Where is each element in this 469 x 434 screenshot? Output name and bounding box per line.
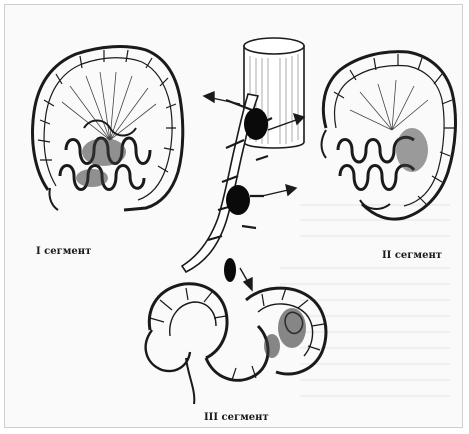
segment-1-label: I сегмент (36, 246, 91, 257)
segment-2-shading (396, 128, 428, 172)
background-text-lines (280, 205, 450, 396)
segment-3-label: III сегмент (204, 412, 269, 423)
segment-1-intestine-drawing (33, 47, 183, 210)
segment-2-label: II сегмент (382, 250, 442, 261)
segment-3-shading (264, 308, 306, 358)
segment-2-intestine-drawing (322, 52, 456, 219)
